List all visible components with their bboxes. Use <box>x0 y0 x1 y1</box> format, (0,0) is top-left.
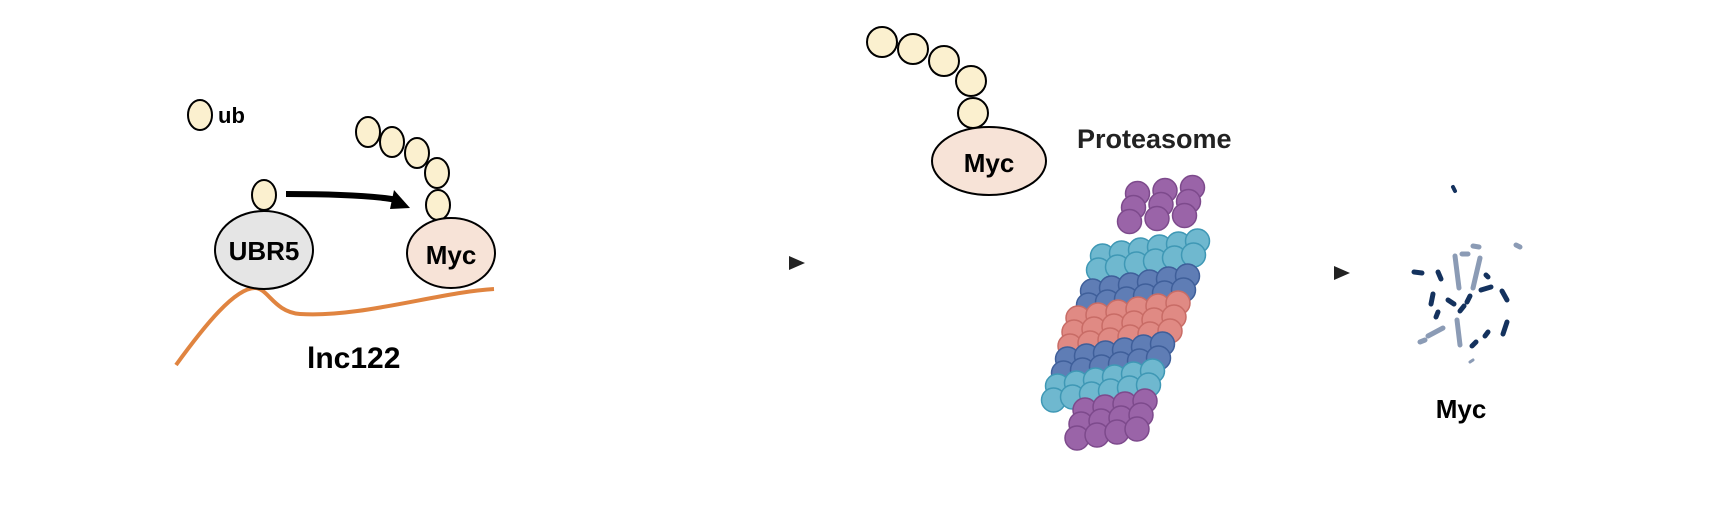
degraded-myc-fragments <box>1411 185 1523 364</box>
ub-transfer-arrow <box>285 191 399 203</box>
fragment <box>1468 358 1475 364</box>
fragment <box>1411 269 1510 349</box>
ub-icon <box>928 45 960 77</box>
myc-tagged-label: Myc <box>964 148 1015 178</box>
step-arrow-2-head <box>1334 266 1350 280</box>
ub-icon <box>425 189 451 221</box>
ub-icon <box>897 33 929 65</box>
myc-tagged-protein <box>931 126 1047 196</box>
ub-legend-label: ub <box>218 103 245 128</box>
ubr5-label: UBR5 <box>229 236 300 266</box>
ub-icon <box>404 137 430 169</box>
proteasome-subunit-purple <box>1171 202 1198 229</box>
step-arrow-1-head <box>789 256 805 270</box>
ubr5-protein <box>214 210 314 290</box>
proteasome-subunit-purple <box>1144 205 1170 232</box>
proteasome-subunit-purple <box>1124 416 1150 442</box>
fragment <box>1459 242 1523 257</box>
ub-icon <box>424 157 450 189</box>
proteasome <box>1040 174 1211 451</box>
ub-transfer-arrowhead <box>390 190 410 209</box>
myc-protein <box>406 217 496 289</box>
ub-icon <box>957 97 989 129</box>
polyubiquitin-chain <box>355 116 451 221</box>
lnc122-label: lnc122 <box>307 342 400 375</box>
myc-degraded-label: Myc <box>1436 394 1487 424</box>
polyubiquitin-chain-tagged <box>866 26 989 129</box>
fragment <box>1451 185 1457 193</box>
fragment <box>1417 253 1483 348</box>
ub-icon <box>955 65 987 97</box>
ub-icon <box>355 116 381 148</box>
ub-icon <box>866 26 898 58</box>
lnc122-rna-strand <box>174 285 495 367</box>
proteasome-subunit-purple <box>1116 208 1143 235</box>
proteasome-label: Proteasome <box>1077 124 1232 154</box>
ub-legend-icon <box>187 99 213 131</box>
ub-icon <box>379 126 405 158</box>
ub-on-ubr5-icon <box>251 179 277 211</box>
proteasome-subunit-teal <box>1180 242 1207 268</box>
myc-label: Myc <box>426 240 477 270</box>
